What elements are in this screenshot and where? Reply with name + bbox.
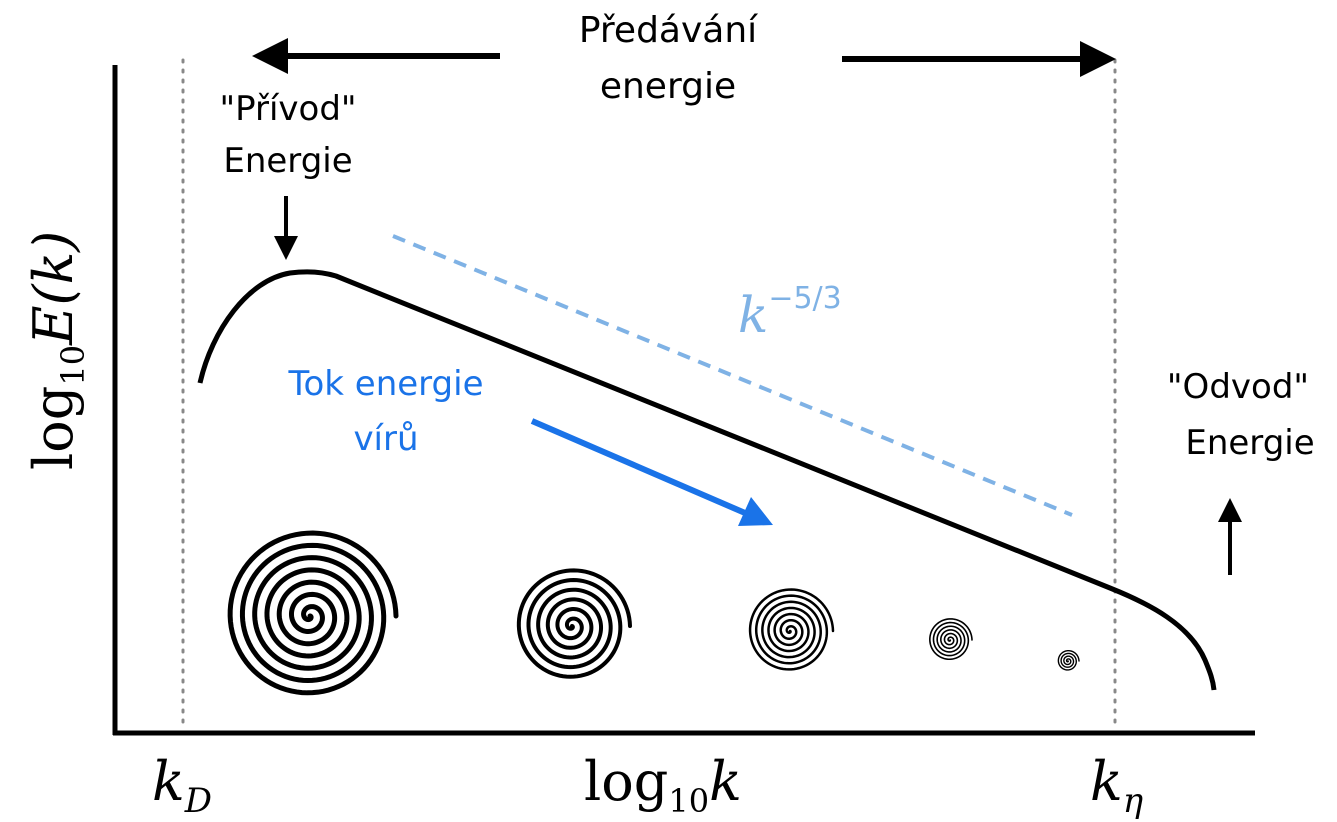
keta-sub: η [1123,781,1144,821]
y-axis-rest: E(k) [22,231,85,346]
spiral-eddy-tiny-icon [929,618,973,661]
spiral-stroke [227,530,399,696]
keta-label: kη [1090,750,1144,821]
flow-label-line2: vírů [353,419,418,459]
spiral-stroke [1057,649,1080,671]
spiral-eddy-dot-icon [1057,649,1080,671]
transfer-label-line2: energie [600,66,736,107]
y-axis-label: log10E(k) [22,231,92,470]
x-axis-log: log [584,750,668,813]
flow-arrow-shaft [530,418,754,519]
slope-label-base: k [738,286,768,344]
input-label-line2: Energie [223,141,352,181]
spiral-eddy-medium-icon [516,568,632,679]
spiral-stroke [516,568,632,679]
output-label-line2: Energie [1185,423,1314,463]
output-label-line1: "Odvod" [1167,367,1309,407]
input-label-line1: "Přívod" [219,89,356,129]
x-axis-sub: 10 [668,782,709,820]
slope-label: k−5/3 [738,281,842,344]
spiral-stroke [929,618,973,661]
transfer-label-line1: Předávání [579,10,758,51]
flow-label-line1: Tok energie [287,364,483,404]
spiral-stroke [748,588,835,671]
keta-base: k [1090,750,1123,813]
x-axis-k: k [709,750,742,813]
spiral-eddy-small-icon [748,588,835,671]
x-axis-label: log10k [584,750,742,820]
kD-sub: D [184,781,212,821]
y-axis-log: log [22,386,85,470]
spiral-eddy-large-icon [227,530,399,696]
y-axis-sub: 10 [54,345,92,386]
flow-arrow-head [738,497,773,526]
energy-spectrum-curve [197,269,1217,691]
slope-label-exponent: −5/3 [768,281,841,316]
kD-label: kD [152,750,212,821]
kD-base: k [152,750,185,813]
kolmogorov-slope-line [392,234,1073,517]
